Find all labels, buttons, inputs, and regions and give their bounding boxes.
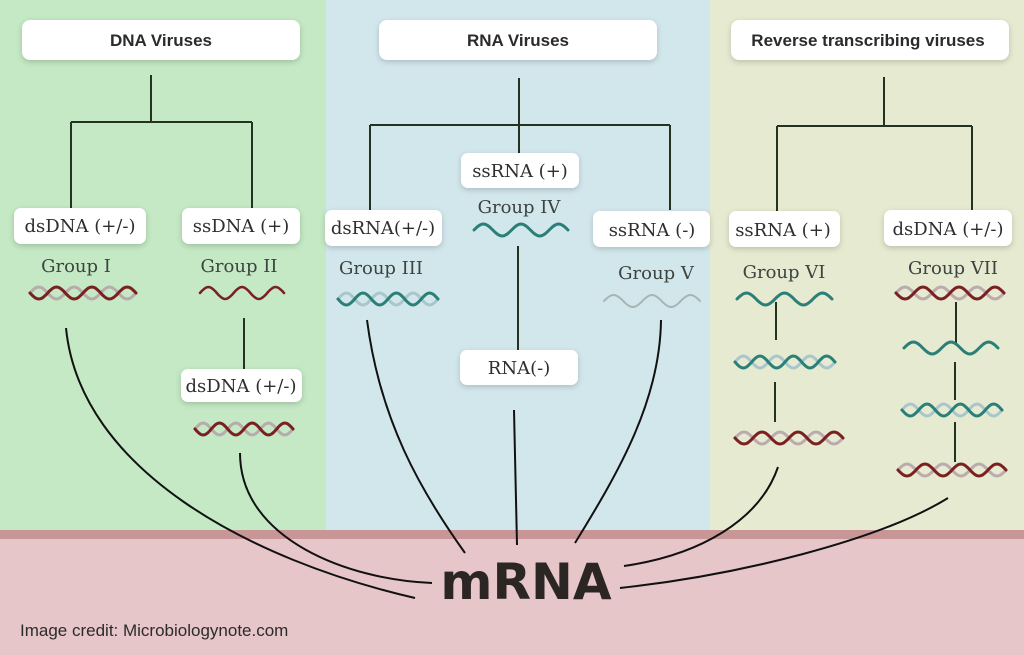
group5-name: Group V bbox=[618, 263, 695, 284]
group6-dsdna-helix-icon bbox=[733, 430, 845, 446]
mrna-connectors bbox=[65, 319, 949, 599]
header-dna-label: DNA Viruses bbox=[110, 31, 212, 50]
group7-dsdna-helix-icon-2 bbox=[896, 462, 1008, 478]
group3-name: Group III bbox=[339, 258, 423, 279]
group5-ssrna-strand-icon bbox=[603, 293, 701, 309]
node-group6-label: ssRNA (+) bbox=[735, 220, 831, 241]
node-group5-ssrna-neg: ssRNA (-) bbox=[593, 211, 710, 247]
group2-dsdna-helix-icon bbox=[193, 421, 295, 437]
bottom-stripe bbox=[0, 530, 1024, 539]
header-rt-viruses: Reverse transcribing viruses bbox=[731, 20, 1009, 60]
node-group7-dsdna: dsDNA (+/-) bbox=[884, 210, 1012, 246]
group6-rna-dna-hybrid-icon bbox=[733, 354, 837, 370]
group3-dsrna-helix-icon bbox=[336, 291, 440, 307]
group6-ssrna-strand-icon bbox=[735, 291, 834, 307]
mrna-label: mRNA bbox=[440, 553, 611, 611]
node-group5-label: ssRNA (-) bbox=[609, 220, 696, 241]
header-dna-viruses: DNA Viruses bbox=[22, 20, 300, 60]
node-group2-label: ssDNA (+) bbox=[193, 216, 290, 237]
header-rna-viruses: RNA Viruses bbox=[379, 20, 657, 60]
group7-rna-dna-hybrid-icon bbox=[900, 402, 1004, 418]
group2-name: Group II bbox=[201, 256, 278, 277]
group4-name: Group IV bbox=[478, 197, 562, 218]
group7-dsdna-helix-icon bbox=[894, 285, 1006, 301]
group4-ssrna-strand-icon bbox=[472, 222, 570, 238]
node-group3-label: dsRNA(+/-) bbox=[331, 218, 435, 239]
header-rna-label: RNA Viruses bbox=[467, 31, 569, 50]
tree-connectors bbox=[70, 75, 973, 462]
dna-panel bbox=[0, 0, 326, 532]
node-group1-dsdna: dsDNA (+/-) bbox=[14, 208, 146, 244]
node-group6-ssrna-pos: ssRNA (+) bbox=[729, 211, 840, 247]
group1-name: Group I bbox=[41, 256, 111, 277]
group6-name: Group VI bbox=[743, 262, 826, 283]
node-group4-ssrna-pos: ssRNA (+) bbox=[461, 153, 579, 188]
group1-dsdna-helix-icon bbox=[28, 285, 138, 301]
group7-name: Group VII bbox=[908, 258, 998, 279]
node-group4-intermediate-label: RNA(-) bbox=[488, 358, 550, 379]
node-group2-intermediate-label: dsDNA (+/-) bbox=[186, 376, 297, 397]
node-group3-dsrna: dsRNA(+/-) bbox=[325, 210, 442, 246]
group7-ssrna-strand-icon bbox=[902, 340, 1000, 356]
node-group2-intermediate: dsDNA (+/-) bbox=[181, 369, 302, 402]
image-credit: Image credit: Microbiologynote.com bbox=[20, 621, 288, 640]
node-group4-label: ssRNA (+) bbox=[472, 161, 568, 182]
node-group1-label: dsDNA (+/-) bbox=[25, 216, 136, 237]
node-group2-ssdna: ssDNA (+) bbox=[182, 208, 300, 244]
node-group7-label: dsDNA (+/-) bbox=[893, 219, 1004, 240]
bottom-band bbox=[0, 532, 1024, 655]
node-group4-intermediate: RNA(-) bbox=[460, 350, 578, 385]
header-rt-label: Reverse transcribing viruses bbox=[751, 31, 984, 50]
group2-ssdna-strand-icon bbox=[198, 285, 286, 301]
